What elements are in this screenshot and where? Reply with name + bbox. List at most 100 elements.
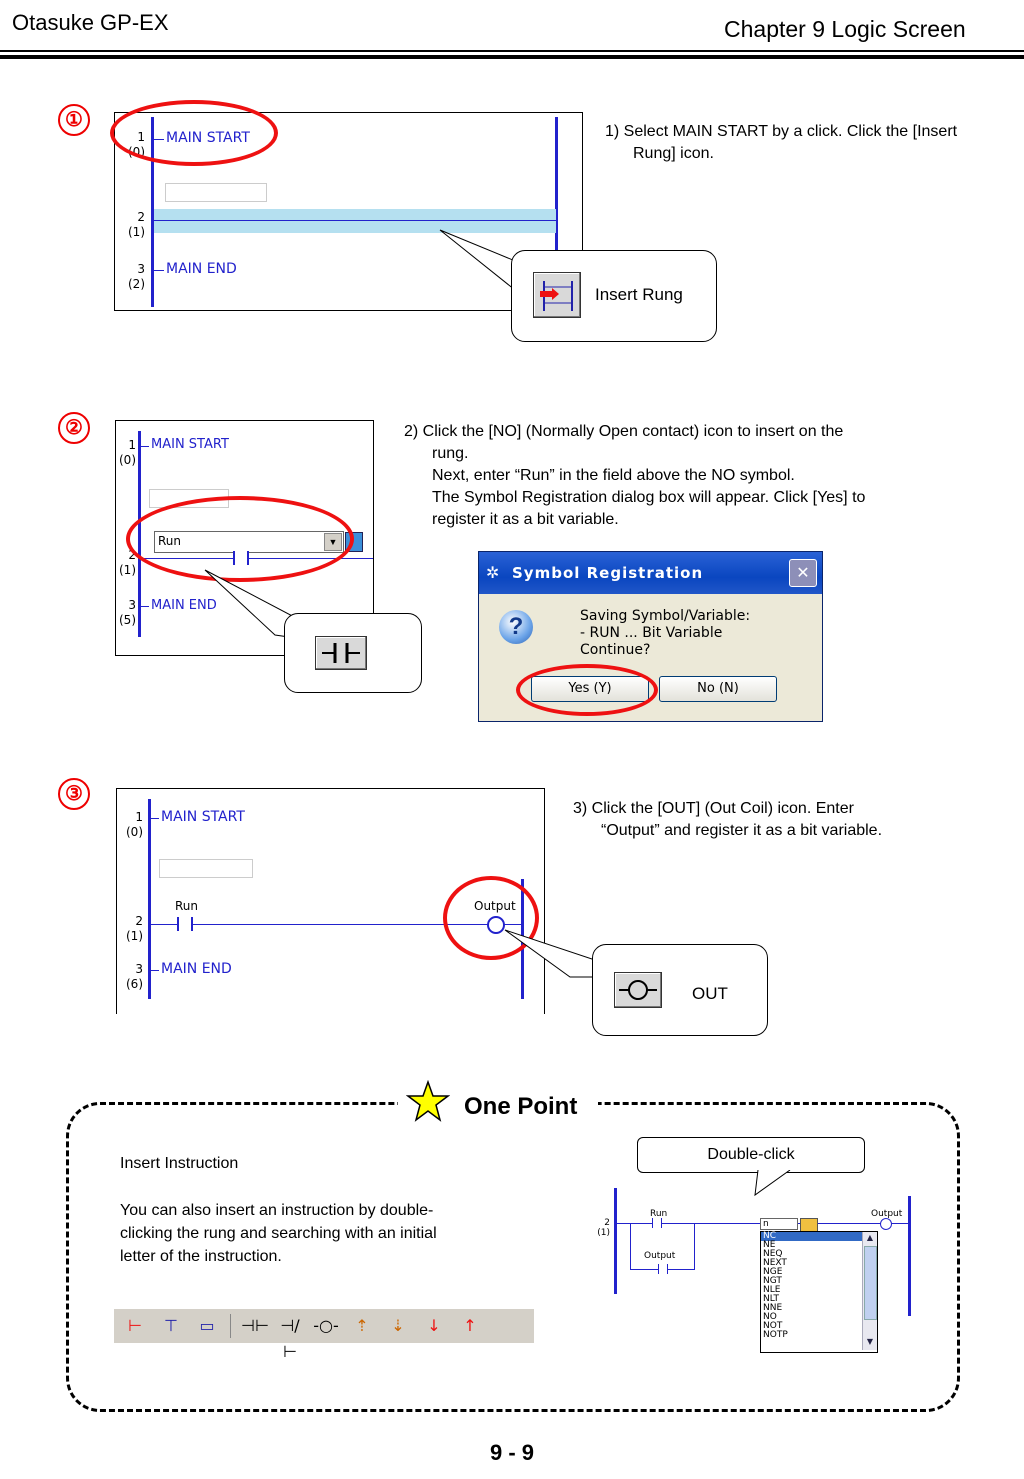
insert-rung-icon[interactable]: ⊢ (128, 1316, 142, 1335)
list-item[interactable]: NEXT (763, 1258, 787, 1268)
main-end-label: MAIN END (166, 261, 237, 277)
insert-branch-icon[interactable]: ⊤ (164, 1316, 178, 1335)
callout-pointer (754, 1170, 791, 1197)
out-callout: OUT (592, 944, 768, 1036)
step-3-number: ③ (58, 778, 90, 810)
one-point-body: You can also insert an instruction by do… (120, 1199, 437, 1268)
rung-number: 3(2) (128, 262, 145, 291)
list-item[interactable]: NOT (763, 1321, 783, 1331)
no-contact-icon[interactable] (315, 636, 367, 670)
list-item[interactable]: NNE (763, 1303, 783, 1313)
list-item[interactable]: NLT (763, 1294, 780, 1304)
step-2-instruction: 2) Click the [NO] (Normally Open contact… (404, 421, 964, 531)
list-item[interactable]: NLE (763, 1285, 781, 1295)
out-coil-icon[interactable] (614, 972, 662, 1008)
list-item[interactable]: NOTP (763, 1330, 788, 1340)
toolbar-divider (230, 1314, 231, 1338)
mini-ladder: 2(1) Run Output Output n NC NE NEQ NEXT … (590, 1188, 920, 1358)
main-start-label: MAIN START (161, 809, 245, 825)
rung-number: 3(5) (119, 598, 136, 627)
no-contact-icon[interactable]: ⊣⊢ (241, 1316, 269, 1335)
instruction-line: register it as a bit variable. (432, 511, 619, 528)
app-icon: ✲ (486, 563, 500, 582)
double-click-label: Double-click (707, 1146, 795, 1163)
close-icon[interactable]: ✕ (789, 559, 817, 587)
empty-field (165, 183, 267, 202)
dialog-title: Symbol Registration (512, 564, 704, 582)
step-1-instruction: 1) Select MAIN START by a click. Click t… (605, 123, 958, 162)
step-2-number: ② (58, 412, 90, 444)
step-3-ladder: 1(0) MAIN START Run Output 2(1) 3(6) MAI… (116, 788, 545, 1014)
out-coil-icon[interactable]: -○- (313, 1316, 339, 1335)
nc-contact-icon[interactable]: ⊣/⊢ (280, 1316, 300, 1361)
header-rule-thick (0, 55, 1024, 59)
dialog-line: Saving Symbol/Variable: (580, 608, 751, 624)
instruction-line: The Symbol Registration dialog box will … (432, 489, 866, 506)
instruction-list[interactable]: NC NE NEQ NEXT NGE NGT NLE NLT NNE NO NO… (760, 1231, 878, 1353)
list-item[interactable]: NGT (763, 1276, 782, 1286)
instruction-line: 3) Click the [OUT] (Out Coil) icon. Ente… (573, 800, 854, 817)
list-item[interactable]: NO (763, 1312, 777, 1322)
chapter-title: Chapter 9 Logic Screen (724, 16, 966, 42)
falling-pulse-icon[interactable]: ⇣ (391, 1316, 405, 1335)
contact-label: Output (644, 1251, 676, 1261)
search-icon[interactable] (800, 1218, 818, 1232)
page-number: 9 - 9 (489, 1440, 535, 1465)
insert-rung-callout: Insert Rung (511, 250, 717, 342)
list-item[interactable]: NE (763, 1240, 776, 1250)
no-contact-symbol[interactable] (177, 917, 193, 931)
rung-stub (154, 270, 164, 271)
header-rule (0, 50, 1024, 52)
branch-wire (694, 1223, 695, 1270)
left-rail (148, 799, 151, 999)
rung-number: 1(0) (119, 438, 136, 467)
logic-toolbar: ⊢ ⊤ ▭ ⊣⊢ ⊣/⊢ -○- ⇡ ⇣ ↓ ↑ (114, 1309, 534, 1361)
rung-number: 1(0) (126, 810, 143, 839)
down-arrow-icon[interactable]: ↓ (427, 1316, 441, 1335)
instruction-line: “Output” and register it as a bit variab… (601, 822, 883, 839)
double-click-callout: Double-click (637, 1137, 865, 1173)
rung-stub (141, 446, 149, 447)
highlight-ring (516, 664, 658, 716)
rising-pulse-icon[interactable]: ⇡ (355, 1316, 369, 1335)
body-line: You can also insert an instruction by do… (120, 1202, 434, 1219)
chevron-up-icon[interactable]: ▲ (866, 1233, 874, 1242)
no-contact-callout (284, 613, 422, 693)
label-icon[interactable]: ▭ (199, 1316, 215, 1335)
out-label: OUT (692, 984, 728, 1003)
dialog-titlebar: ✲ Symbol Registration ✕ (479, 552, 822, 594)
selected-rung-highlight[interactable] (154, 209, 556, 233)
instruction-search-input[interactable]: n (760, 1218, 798, 1230)
scrollbar-thumb[interactable] (864, 1246, 877, 1320)
no-button[interactable]: No (N) (659, 676, 777, 702)
body-line: clicking the rung and searching with an … (120, 1225, 437, 1242)
rung-wire (154, 220, 556, 221)
chevron-down-icon[interactable]: ▼ (866, 1337, 874, 1346)
contact-label: Run (650, 1209, 668, 1219)
rung-number: 2(1) (126, 914, 143, 943)
instruction-line: Next, enter “Run” in the field above the… (432, 467, 795, 484)
list-item[interactable]: NEQ (763, 1249, 783, 1259)
one-point-heading: Insert Instruction (120, 1155, 239, 1172)
insert-rung-icon[interactable] (533, 272, 581, 318)
rung-number: 3(6) (126, 962, 143, 991)
one-point-title: One Point (464, 1093, 578, 1120)
list-item[interactable]: NGE (763, 1267, 783, 1277)
step-3-instruction: 3) Click the [OUT] (Out Coil) icon. Ente… (573, 798, 993, 842)
header-title: Otasuke GP-EX (12, 10, 169, 35)
instruction-line: 2) Click the [NO] (Normally Open contact… (404, 423, 844, 440)
contact-label: Run (175, 899, 199, 913)
step-1-number: ① (58, 104, 90, 136)
insert-rung-label: Insert Rung (595, 285, 683, 304)
highlight-ring (126, 496, 354, 582)
list-item[interactable]: NC (761, 1232, 877, 1241)
main-end-label: MAIN END (151, 598, 217, 613)
rung-wire (151, 924, 521, 925)
step-1-ladder: 1(0) MAIN START 2(1) 3(2) MAIN END (114, 112, 583, 311)
empty-field (159, 859, 253, 878)
up-arrow-icon[interactable]: ↑ (463, 1316, 477, 1335)
rung-stub (151, 818, 159, 819)
scrollbar[interactable]: ▲ ▼ (862, 1232, 877, 1350)
rung-number: 2(1) (119, 548, 136, 577)
dialog-line: - RUN ... Bit Variable (580, 625, 723, 641)
